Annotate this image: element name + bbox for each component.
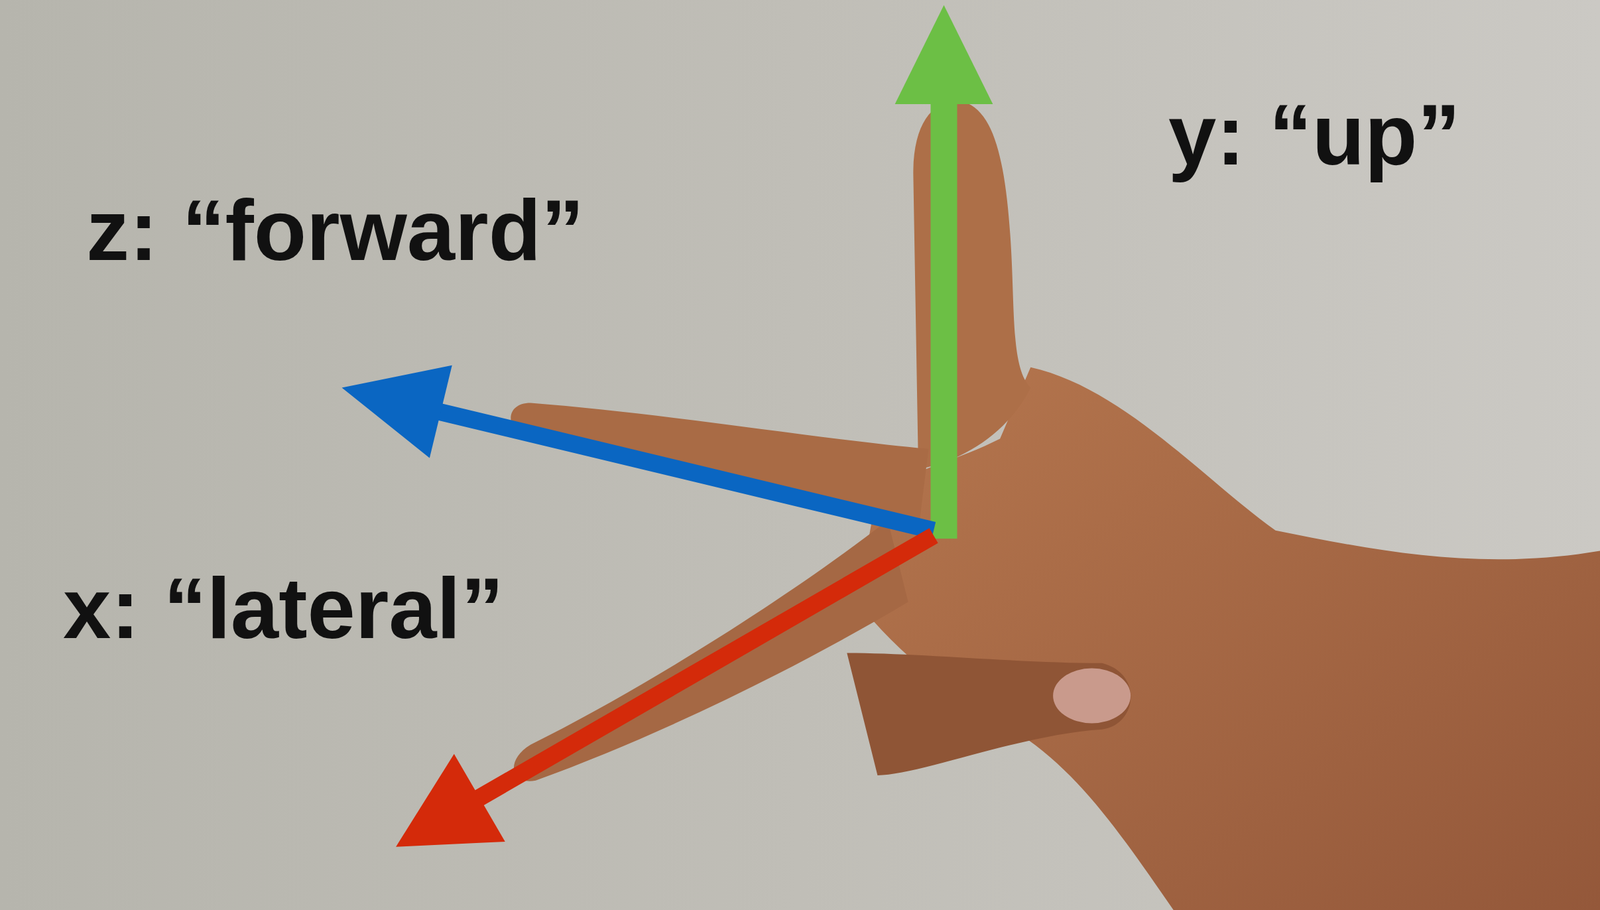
- z-axis-shaft: [436, 411, 934, 531]
- axis-label: z: “forward”: [86, 186, 585, 274]
- fingernail: [1052, 667, 1131, 723]
- z-axis-head: [342, 365, 453, 459]
- x-axis-shaft: [477, 535, 934, 800]
- axis-label: y: “up”: [1168, 91, 1461, 178]
- y-axis-head: [895, 5, 994, 105]
- axis-label: x: “lateral”: [62, 564, 504, 652]
- curled-fingers-shape: [846, 652, 1131, 776]
- y-axis-shaft: [930, 100, 957, 539]
- x-axis-head: [395, 753, 506, 847]
